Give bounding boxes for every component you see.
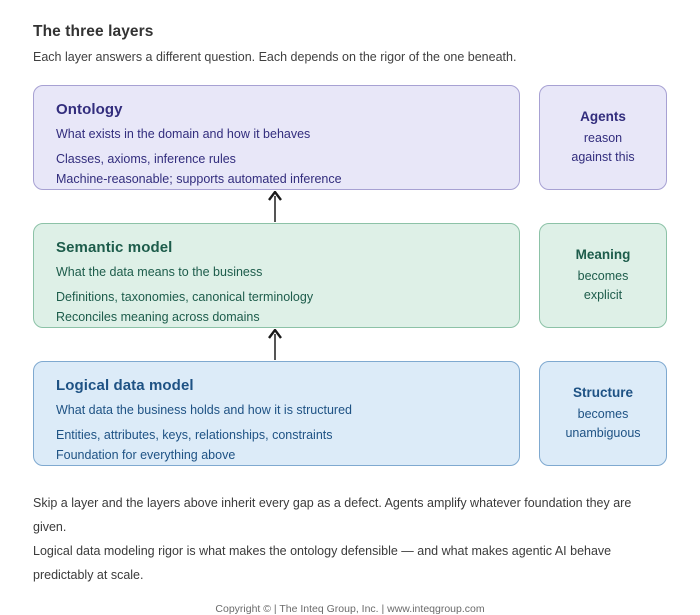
semantic-model-detail: Reconciles meaning across domains (56, 310, 260, 324)
logical-data-model-detail: Foundation for everything above (56, 448, 236, 462)
arrow-up-icon (268, 329, 282, 360)
ontology-box: Ontology What exists in the domain and h… (33, 85, 520, 190)
structure-side-title: Structure (572, 384, 633, 400)
meaning-side-line: becomes (577, 268, 629, 283)
logical-data-model-question: What data the business holds and how it … (56, 403, 352, 417)
semantic-model-box: Semantic model What the data means to th… (33, 223, 520, 328)
ontology-title: Ontology (56, 101, 123, 118)
page-title: The three layers (33, 23, 154, 40)
page: The three layers Each layer answers a di… (33, 23, 667, 615)
arrow-gap (33, 328, 667, 361)
agents-side-title: Agents (580, 108, 626, 124)
logical-data-model-box: Logical data model What data the busines… (33, 361, 520, 466)
layer-row-logical-data-model: Logical data model What data the busines… (33, 361, 667, 466)
footer-line: Skip a layer and the layers above inheri… (33, 496, 632, 534)
semantic-model-detail: Definitions, taxonomies, canonical termi… (56, 290, 314, 304)
page-subtitle: Each layer answers a different question.… (33, 50, 517, 64)
arrow-gap (33, 190, 667, 223)
footer-line: Logical data modeling rigor is what make… (33, 544, 612, 582)
logical-data-model-title: Logical data model (56, 377, 194, 394)
semantic-model-title: Semantic model (56, 239, 173, 256)
arrow-up-icon (268, 191, 282, 222)
copyright-notice: Copyright © | The Inteq Group, Inc. | ww… (215, 603, 485, 615)
structure-side-box: Structure becomes unambiguous (539, 361, 667, 466)
ontology-detail: Machine-reasonable; supports automated i… (56, 172, 342, 186)
meaning-side-title: Meaning (575, 246, 631, 262)
meaning-side-line: explicit (583, 287, 623, 302)
structure-side-line: becomes (577, 406, 629, 421)
semantic-model-question: What the data means to the business (56, 265, 263, 279)
meaning-side-box: Meaning becomes explicit (539, 223, 667, 328)
ontology-question: What exists in the domain and how it beh… (56, 127, 311, 141)
ontology-detail: Classes, axioms, inference rules (56, 152, 236, 166)
agents-side-box: Agents reason against this (539, 85, 667, 190)
layer-row-semantic-model: Semantic model What the data means to th… (33, 223, 667, 328)
structure-side-line: unambiguous (565, 425, 641, 440)
logical-data-model-detail: Entities, attributes, keys, relationship… (56, 428, 333, 442)
agents-side-line: against this (571, 149, 635, 164)
footer: Skip a layer and the layers above inheri… (33, 491, 667, 615)
layer-diagram: Ontology What exists in the domain and h… (33, 85, 667, 466)
agents-side-line: reason (583, 130, 623, 145)
layer-row-ontology: Ontology What exists in the domain and h… (33, 85, 667, 190)
